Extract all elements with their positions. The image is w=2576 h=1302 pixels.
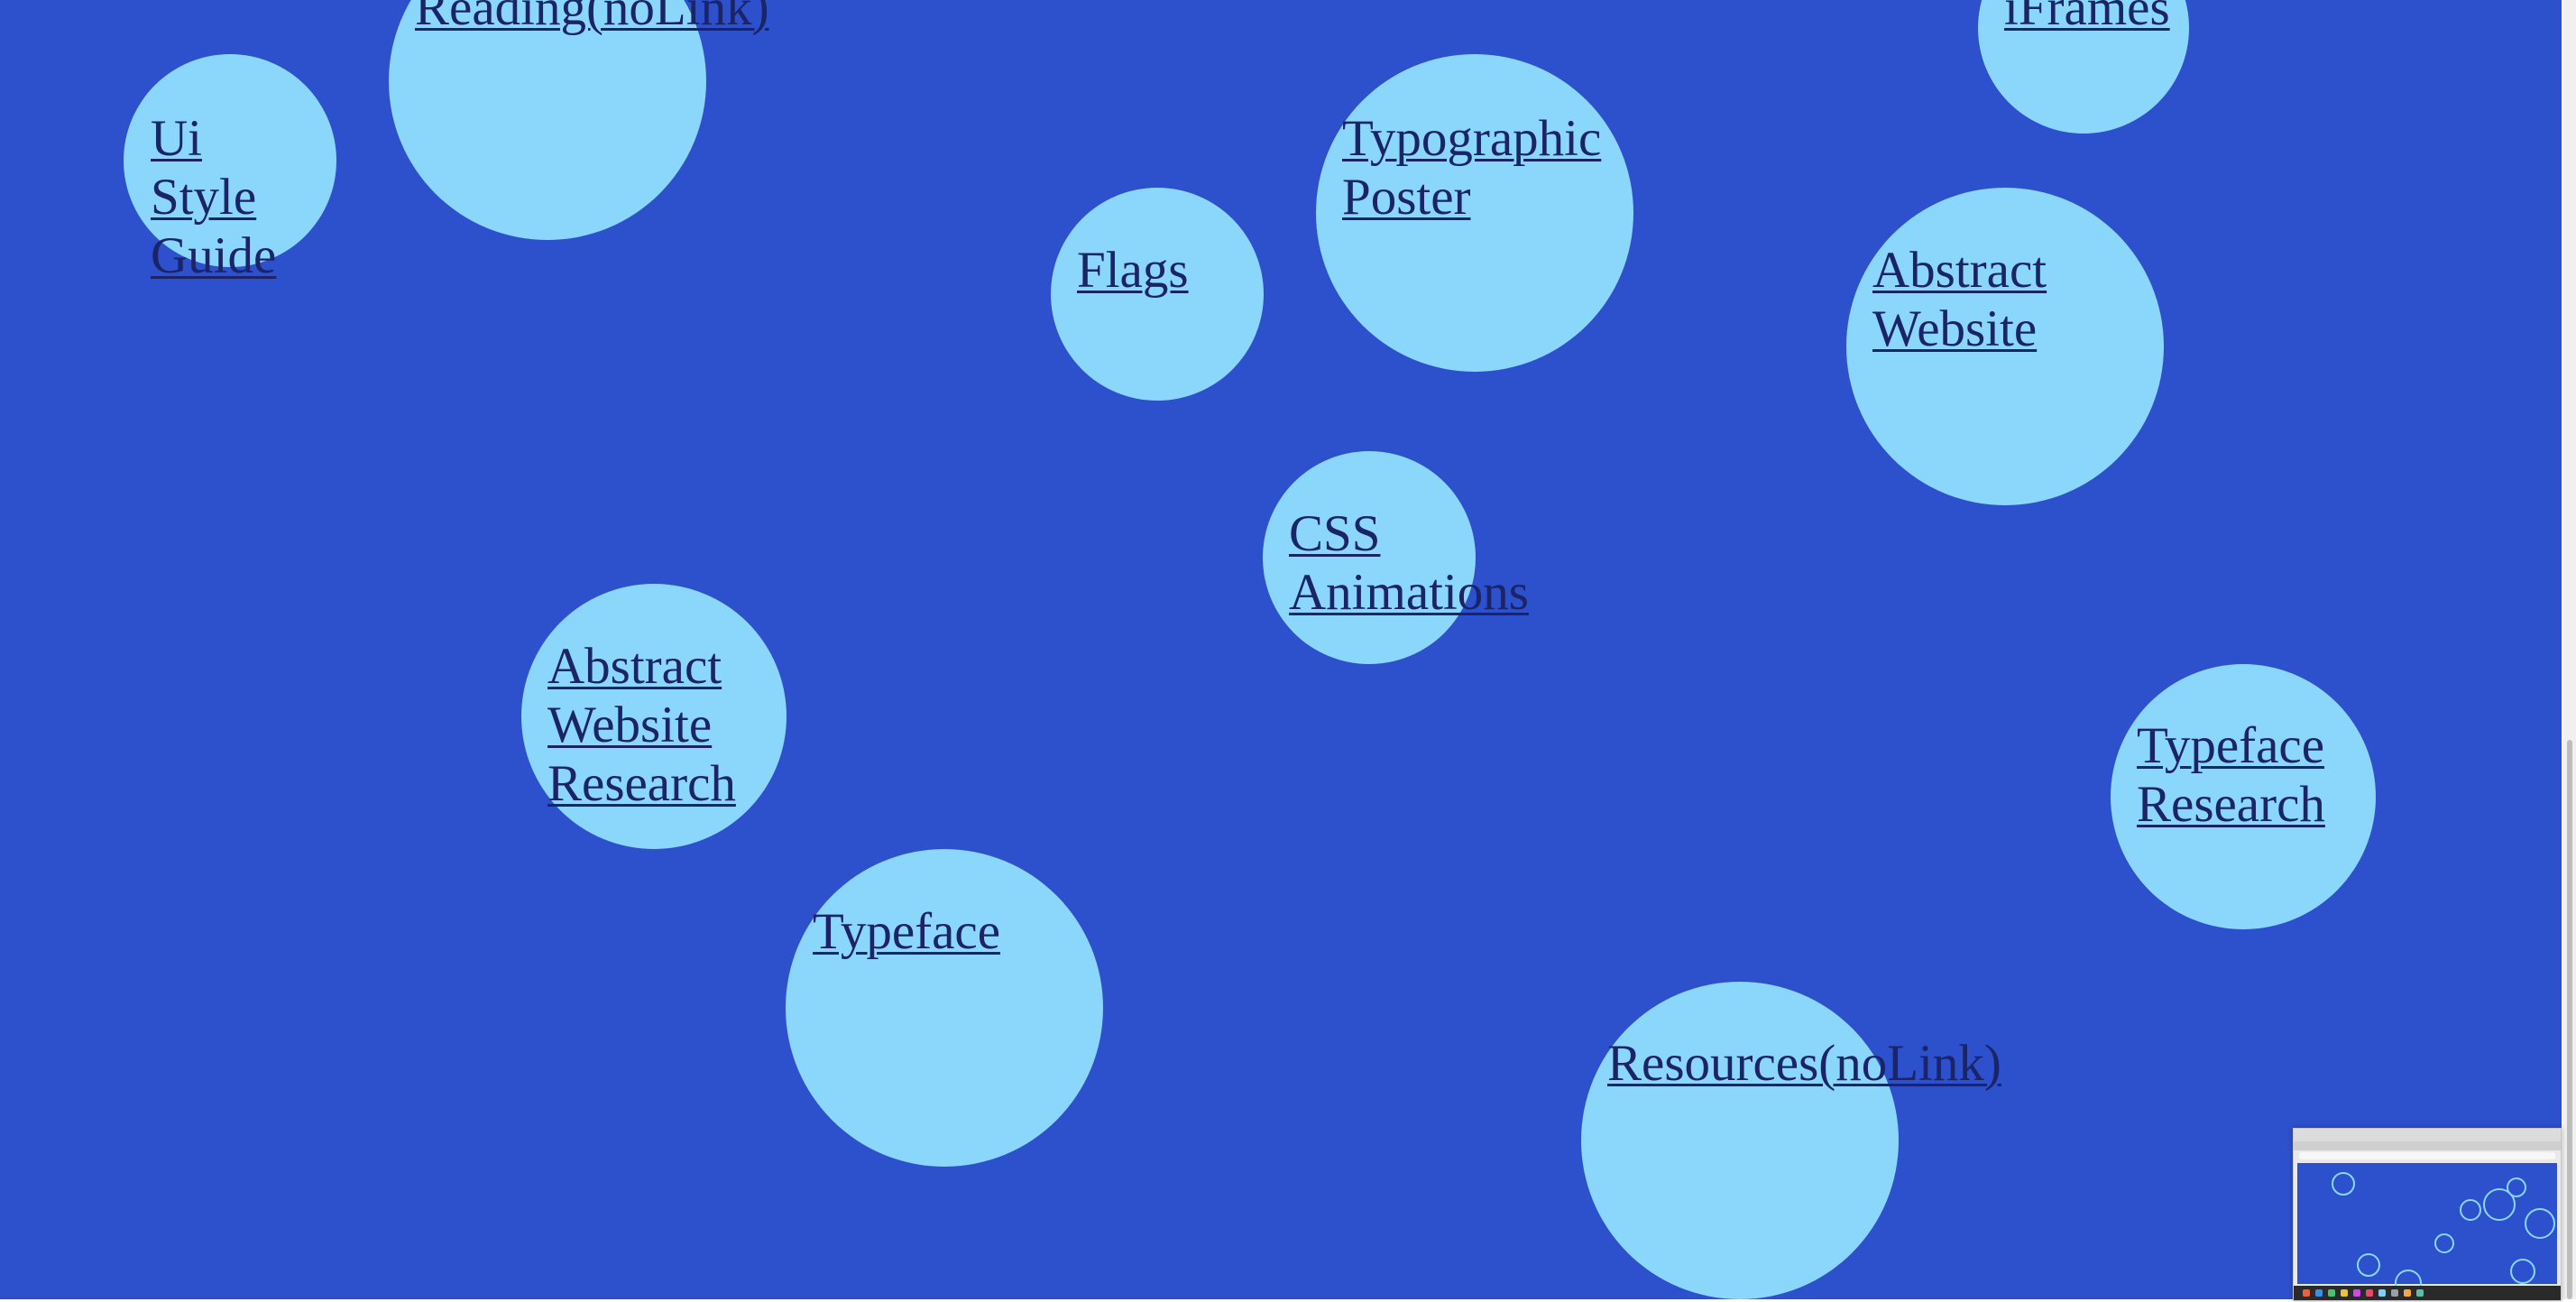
link-abstract-website[interactable]: Abstract Website	[1872, 241, 2047, 358]
preview-circle	[2525, 1208, 2555, 1239]
preview-circle	[2510, 1259, 2535, 1284]
bubble-ui-style-guide	[124, 54, 336, 267]
link-abstract-website-line-2: Website	[1872, 300, 2038, 357]
link-resources[interactable]: Resources(noLink)	[1607, 1034, 2001, 1093]
link-abstract-website-line-1: Abstract	[1872, 242, 2047, 299]
link-ui-style-guide-line-3: Guide	[151, 227, 277, 284]
bubble-css-animations	[1263, 451, 1476, 664]
link-typeface-line-1: Typeface	[813, 903, 1001, 960]
preview-circle	[2332, 1172, 2355, 1196]
bubble-typeface-research	[2111, 664, 2376, 929]
link-iframes-line-1: iFrames	[2004, 0, 2170, 36]
link-css-animations-line-1: CSS	[1289, 505, 1381, 562]
link-typeface-research-line-2: Research	[2137, 776, 2325, 833]
preview-dock-icon	[2366, 1289, 2373, 1297]
preview-dock	[2294, 1286, 2561, 1300]
bubble-resources	[1581, 982, 1899, 1299]
bubble-abstract-website	[1846, 188, 2164, 505]
preview-dock-icon	[2378, 1289, 2386, 1297]
bubble-flags	[1051, 188, 1264, 401]
preview-dock-icon	[2404, 1289, 2411, 1297]
link-abstract-website-research-line-3: Research	[547, 755, 736, 812]
link-ui-style-guide[interactable]: Ui Style Guide	[151, 109, 276, 285]
link-abstract-website-research[interactable]: Abstract Website Research	[547, 637, 736, 813]
link-typographic-poster-line-1: Typographic	[1342, 110, 1602, 167]
preview-address-bar	[2299, 1152, 2555, 1159]
preview-dock-icon	[2315, 1289, 2323, 1297]
preview-circle	[2357, 1253, 2380, 1277]
preview-dock-icon	[2353, 1289, 2360, 1297]
link-resources-line-1: Resources(noLink)	[1607, 1035, 2001, 1092]
link-css-animations[interactable]: CSS Animations	[1289, 504, 1529, 622]
preview-titlebar	[2294, 1129, 2561, 1141]
link-typeface-research[interactable]: Typeface Research	[2137, 716, 2325, 834]
link-iframes[interactable]: iFrames	[2004, 0, 2170, 37]
preview-tab-strip	[2294, 1141, 2561, 1150]
bubble-typographic-poster	[1316, 54, 1633, 372]
link-css-animations-line-2: Animations	[1289, 564, 1529, 621]
link-flags[interactable]: Flags	[1077, 241, 1189, 300]
link-typographic-poster-line-2: Poster	[1342, 169, 1471, 226]
bubble-abstract-website-research	[521, 584, 787, 849]
link-abstract-website-research-line-1: Abstract	[547, 638, 722, 695]
scrollbar-track[interactable]	[2562, 0, 2576, 1299]
link-typographic-poster[interactable]: Typographic Poster	[1342, 109, 1601, 226]
screenshot-preview-thumbnail[interactable]	[2293, 1128, 2562, 1301]
link-typeface[interactable]: Typeface	[813, 902, 1000, 961]
link-reading[interactable]: Reading(noLink)	[415, 0, 769, 37]
scrollbar-thumb[interactable]	[2567, 740, 2572, 1299]
preview-dock-icon	[2303, 1289, 2310, 1297]
link-reading-line-1: Reading(noLink)	[415, 0, 769, 36]
preview-dock-icon	[2391, 1289, 2398, 1297]
link-flags-line-1: Flags	[1077, 242, 1189, 299]
preview-dock-icon	[2328, 1289, 2335, 1297]
preview-dock-icon	[2416, 1289, 2424, 1297]
preview-circle	[2460, 1199, 2481, 1221]
link-abstract-website-research-line-2: Website	[547, 697, 713, 753]
preview-page-content	[2297, 1163, 2557, 1297]
link-typeface-research-line-1: Typeface	[2137, 717, 2325, 774]
preview-circle	[2507, 1177, 2526, 1197]
preview-dock-icon	[2341, 1289, 2348, 1297]
preview-circle	[2434, 1233, 2454, 1253]
link-ui-style-guide-line-2: Style	[151, 169, 257, 226]
preview-circle	[2483, 1188, 2516, 1221]
bubble-typeface	[786, 849, 1103, 1167]
link-ui-style-guide-line-1: Ui	[151, 110, 202, 167]
